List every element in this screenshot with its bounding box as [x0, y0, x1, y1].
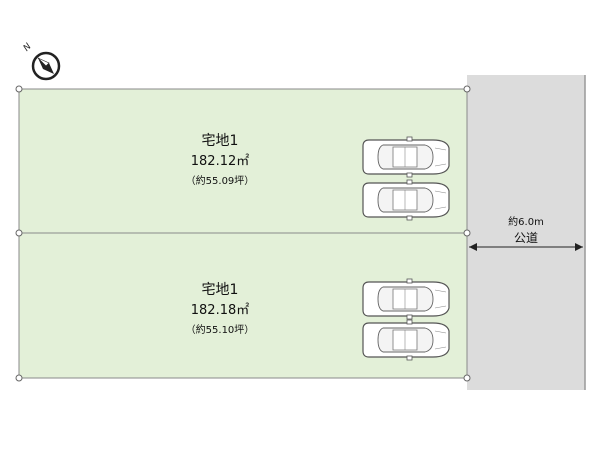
road — [467, 75, 585, 390]
car-icon — [362, 136, 450, 178]
lot-2-area: 182.18㎡ — [191, 303, 250, 318]
car-icon — [362, 179, 450, 221]
car-icon — [362, 319, 450, 361]
lot-2-tsubo: （約55.10坪） — [186, 323, 255, 336]
compass: N — [22, 42, 61, 81]
lot-2-name: 宅地1 — [202, 282, 239, 298]
car-icon — [362, 278, 450, 320]
boundary-markers — [15, 85, 471, 382]
lot-1-area: 182.12㎡ — [191, 154, 250, 169]
lot-1-tsubo: （約55.09坪） — [186, 174, 255, 187]
compass-icon — [31, 51, 61, 81]
road-name: 公道 — [514, 231, 538, 245]
lot-1-name: 宅地1 — [202, 133, 239, 149]
road-width-label: 約6.0m — [508, 215, 544, 228]
compass-north-label: N — [22, 42, 34, 54]
road-width-dimension — [469, 243, 583, 251]
